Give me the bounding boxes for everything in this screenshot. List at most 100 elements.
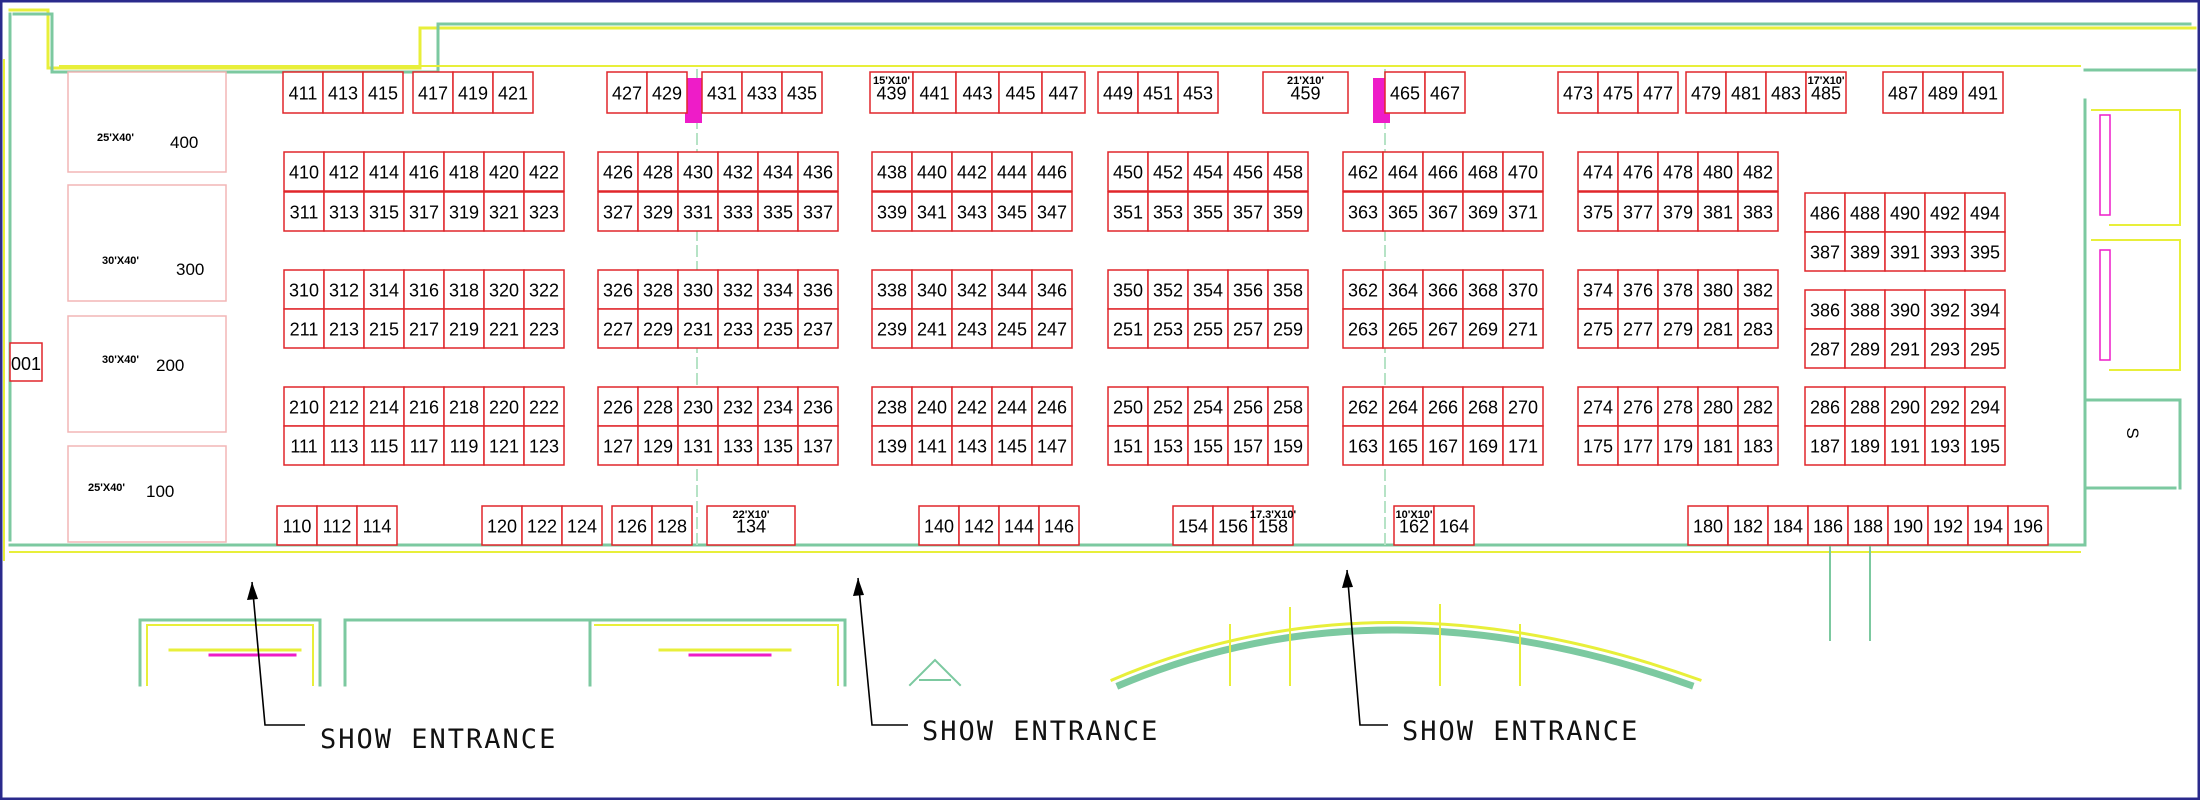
- booth-355[interactable]: 355: [1187, 191, 1229, 232]
- booth-389[interactable]: 389: [1844, 231, 1886, 272]
- booth-431[interactable]: 431: [701, 71, 743, 114]
- booth-268[interactable]: 268: [1462, 386, 1504, 427]
- booth-140[interactable]: 140: [918, 505, 960, 546]
- booth-001[interactable]: 001: [9, 342, 43, 382]
- booth-415[interactable]: 415: [362, 71, 404, 114]
- booth-267[interactable]: 267: [1422, 308, 1464, 349]
- booth-143[interactable]: 143: [951, 425, 993, 466]
- booth-111[interactable]: 111: [283, 425, 325, 466]
- booth-323[interactable]: 323: [523, 191, 565, 232]
- booth-488[interactable]: 488: [1844, 192, 1886, 233]
- booth-216[interactable]: 216: [403, 386, 445, 427]
- booth-294[interactable]: 294: [1964, 386, 2006, 427]
- booth-177[interactable]: 177: [1617, 425, 1659, 466]
- booth-481[interactable]: 481: [1725, 71, 1767, 114]
- booth-159[interactable]: 159: [1267, 425, 1309, 466]
- booth-441[interactable]: 441: [912, 71, 957, 114]
- booth-133[interactable]: 133: [717, 425, 759, 466]
- booth-378[interactable]: 378: [1657, 269, 1699, 310]
- booth-291[interactable]: 291: [1884, 328, 1926, 369]
- booth-114[interactable]: 114: [356, 505, 398, 546]
- booth-343[interactable]: 343: [951, 191, 993, 232]
- booth-353[interactable]: 353: [1147, 191, 1189, 232]
- booth-444[interactable]: 444: [991, 151, 1033, 192]
- booth-275[interactable]: 275: [1577, 308, 1619, 349]
- booth-333[interactable]: 333: [717, 191, 759, 232]
- booth-486[interactable]: 486: [1804, 192, 1846, 233]
- booth-370[interactable]: 370: [1502, 269, 1544, 310]
- booth-119[interactable]: 119: [443, 425, 485, 466]
- booth-315[interactable]: 315: [363, 191, 405, 232]
- booth-195[interactable]: 195: [1964, 425, 2006, 466]
- booth-434[interactable]: 434: [757, 151, 799, 192]
- booth-254[interactable]: 254: [1187, 386, 1229, 427]
- booth-243[interactable]: 243: [951, 308, 993, 349]
- booth-365[interactable]: 365: [1382, 191, 1424, 232]
- booth-474[interactable]: 474: [1577, 151, 1619, 192]
- booth-165[interactable]: 165: [1382, 425, 1424, 466]
- booth-346[interactable]: 346: [1031, 269, 1073, 310]
- booth-386[interactable]: 386: [1804, 289, 1846, 330]
- booth-271[interactable]: 271: [1502, 308, 1544, 349]
- booth-452[interactable]: 452: [1147, 151, 1189, 192]
- booth-151[interactable]: 151: [1107, 425, 1149, 466]
- booth-289[interactable]: 289: [1844, 328, 1886, 369]
- booth-218[interactable]: 218: [443, 386, 485, 427]
- booth-220[interactable]: 220: [483, 386, 525, 427]
- booth-153[interactable]: 153: [1147, 425, 1189, 466]
- booth-369[interactable]: 369: [1462, 191, 1504, 232]
- booth-418[interactable]: 418: [443, 151, 485, 192]
- booth-414[interactable]: 414: [363, 151, 405, 192]
- booth-345[interactable]: 345: [991, 191, 1033, 232]
- booth-436[interactable]: 436: [797, 151, 839, 192]
- booth-247[interactable]: 247: [1031, 308, 1073, 349]
- booth-213[interactable]: 213: [323, 308, 365, 349]
- booth-282[interactable]: 282: [1737, 386, 1779, 427]
- booth-142[interactable]: 142: [958, 505, 1000, 546]
- booth-381[interactable]: 381: [1697, 191, 1739, 232]
- booth-491[interactable]: 491: [1962, 71, 2004, 114]
- booth-239[interactable]: 239: [871, 308, 913, 349]
- booth-359[interactable]: 359: [1267, 191, 1309, 232]
- booth-454[interactable]: 454: [1187, 151, 1229, 192]
- booth-279[interactable]: 279: [1657, 308, 1699, 349]
- booth-186[interactable]: 186: [1807, 505, 1849, 546]
- booth-337[interactable]: 337: [797, 191, 839, 232]
- booth-156[interactable]: 156: [1212, 505, 1254, 546]
- booth-321[interactable]: 321: [483, 191, 525, 232]
- booth-392[interactable]: 392: [1924, 289, 1966, 330]
- booth-394[interactable]: 394: [1964, 289, 2006, 330]
- booth-466[interactable]: 466: [1422, 151, 1464, 192]
- booth-264[interactable]: 264: [1382, 386, 1424, 427]
- booth-482[interactable]: 482: [1737, 151, 1779, 192]
- booth-494[interactable]: 494: [1964, 192, 2006, 233]
- booth-234[interactable]: 234: [757, 386, 799, 427]
- booth-483[interactable]: 483: [1765, 71, 1807, 114]
- booth-167[interactable]: 167: [1422, 425, 1464, 466]
- booth-426[interactable]: 426: [597, 151, 639, 192]
- booth-222[interactable]: 222: [523, 386, 565, 427]
- booth-468[interactable]: 468: [1462, 151, 1504, 192]
- booth-350[interactable]: 350: [1107, 269, 1149, 310]
- booth-334[interactable]: 334: [757, 269, 799, 310]
- booth-187[interactable]: 187: [1804, 425, 1846, 466]
- booth-274[interactable]: 274: [1577, 386, 1619, 427]
- booth-236[interactable]: 236: [797, 386, 839, 427]
- booth-255[interactable]: 255: [1187, 308, 1229, 349]
- booth-278[interactable]: 278: [1657, 386, 1699, 427]
- booth-231[interactable]: 231: [677, 308, 719, 349]
- booth-184[interactable]: 184: [1767, 505, 1809, 546]
- booth-440[interactable]: 440: [911, 151, 953, 192]
- booth-175[interactable]: 175: [1577, 425, 1619, 466]
- booth-183[interactable]: 183: [1737, 425, 1779, 466]
- booth-388[interactable]: 388: [1844, 289, 1886, 330]
- booth-215[interactable]: 215: [363, 308, 405, 349]
- booth-475[interactable]: 475: [1597, 71, 1639, 114]
- booth-115[interactable]: 115: [363, 425, 405, 466]
- booth-456[interactable]: 456: [1227, 151, 1269, 192]
- booth-223[interactable]: 223: [523, 308, 565, 349]
- booth-240[interactable]: 240: [911, 386, 953, 427]
- booth-391[interactable]: 391: [1884, 231, 1926, 272]
